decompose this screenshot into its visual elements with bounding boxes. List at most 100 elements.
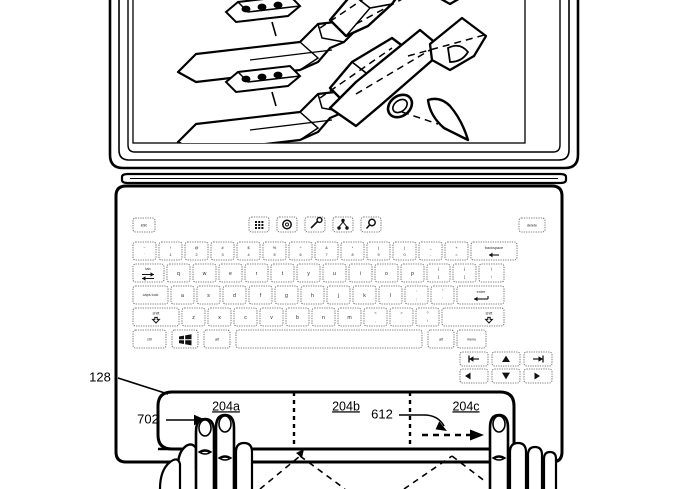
key-v[interactable]: v [259, 307, 284, 327]
key-e[interactable]: e [218, 263, 243, 283]
key-backslash[interactable]: | \ [478, 263, 505, 283]
key-home[interactable] [459, 351, 489, 367]
key-arrow-right[interactable] [523, 368, 553, 384]
key-windows[interactable] [171, 329, 199, 349]
arrow-up-icon [502, 355, 510, 362]
zoned-trackpad[interactable]: 204a 204b 204c [156, 390, 516, 451]
key-caps-lock[interactable]: caps lock [132, 285, 169, 305]
key-alt-left[interactable]: alt [203, 329, 231, 349]
key-caps-lock-label: caps lock [143, 293, 159, 297]
keyboard-row-qwerty[interactable]: tab q w e r [132, 263, 505, 283]
key-t[interactable]: t [270, 263, 295, 283]
key-l[interactable]: l [378, 285, 403, 305]
key-semicolon[interactable]: : ; [404, 285, 429, 305]
key-shift-left[interactable]: shift [132, 307, 180, 327]
key-c[interactable]: c [233, 307, 258, 327]
keyboard-row-home[interactable]: caps lock a s d f g [132, 285, 505, 305]
key-backspace[interactable]: backspace [470, 241, 518, 261]
key-4-shift-label: $ [247, 246, 250, 250]
key-0[interactable]: ) 0 [392, 241, 417, 261]
key-8[interactable]: * 8 [340, 241, 365, 261]
key-4[interactable]: $ 4 [236, 241, 261, 261]
key-bracket-left[interactable]: { [ [426, 263, 451, 283]
key-enter[interactable]: enter [456, 285, 505, 305]
key-o-label: o [385, 271, 388, 277]
key-2[interactable]: @ 2 [184, 241, 209, 261]
key-bracket-right[interactable]: } ] [452, 263, 477, 283]
key-m[interactable]: m [337, 307, 362, 327]
keyboard-row-number[interactable]: ~ ` ! 1 @ 2 # 3 $ 4 [132, 241, 518, 261]
key-7[interactable]: & 7 [314, 241, 339, 261]
key-equals[interactable]: + = [444, 241, 469, 261]
key-n[interactable]: n [311, 307, 336, 327]
key-backtick[interactable]: ~ ` [132, 241, 157, 261]
key-r[interactable]: r [244, 263, 269, 283]
key-pen-icon[interactable] [304, 216, 326, 233]
key-shift-right[interactable]: shift [441, 307, 505, 327]
key-arrow-left[interactable] [459, 368, 489, 384]
key-x[interactable]: x [207, 307, 232, 327]
key-y[interactable]: y [296, 263, 321, 283]
key-7-shift-label: & [325, 246, 328, 250]
key-tab[interactable]: tab [132, 263, 165, 283]
key-s[interactable]: s [196, 285, 221, 305]
key-w[interactable]: w [192, 263, 217, 283]
key-comma[interactable]: < , [363, 307, 388, 327]
key-delete[interactable]: delete [518, 217, 546, 233]
key-network-icon[interactable] [332, 216, 354, 233]
key-6[interactable]: ^ 6 [288, 241, 313, 261]
key-k[interactable]: k [352, 285, 377, 305]
key-enter-label: enter [477, 290, 486, 294]
key-u[interactable]: u [322, 263, 347, 283]
key-arrow-down[interactable] [491, 368, 521, 384]
key-g[interactable]: g [274, 285, 299, 305]
key-j[interactable]: j [326, 285, 351, 305]
key-o[interactable]: o [374, 263, 399, 283]
key-alt-right[interactable]: alt [427, 329, 455, 349]
key-5[interactable]: % 5 [262, 241, 287, 261]
key-e-label: e [229, 271, 232, 277]
keyboard[interactable]: e s c [132, 216, 553, 384]
key-arrow-up[interactable] [491, 351, 521, 367]
key-esc[interactable]: esc [132, 217, 156, 233]
key-icon [310, 216, 323, 229]
arrow-key-cluster[interactable] [459, 351, 553, 384]
keyboard-row-bottom[interactable]: ctrl alt alt [132, 329, 487, 349]
key-5-shift-label: % [273, 246, 277, 250]
key-b[interactable]: b [285, 307, 310, 327]
key-gear-icon[interactable] [276, 216, 298, 233]
tab-arrows-icon [142, 272, 154, 281]
key-period[interactable]: > . [389, 307, 414, 327]
keyboard-row-shift[interactable]: shift z x c v b [132, 307, 505, 327]
key-1[interactable]: ! 1 [158, 241, 183, 261]
key-d[interactable]: d [222, 285, 247, 305]
key-3[interactable]: # 3 [210, 241, 235, 261]
key-a[interactable]: a [170, 285, 195, 305]
key-z[interactable]: z [181, 307, 206, 327]
home-icon [468, 355, 479, 363]
key-h[interactable]: h [300, 285, 325, 305]
key-q[interactable]: q [166, 263, 191, 283]
key-slash[interactable]: ? / [415, 307, 440, 327]
key-f[interactable]: f [248, 285, 273, 305]
keyboard-row-function[interactable]: esc [132, 216, 546, 233]
key-menu[interactable]: menu [456, 329, 487, 349]
key-9[interactable]: ( 9 [366, 241, 391, 261]
key-p[interactable]: p [400, 263, 425, 283]
key-grid-icon[interactable] [248, 216, 270, 233]
key-s-label: s [207, 293, 210, 299]
arrow-right-icon [534, 372, 540, 380]
key-i[interactable]: i [348, 263, 373, 283]
key-2-shift-label: @ [195, 246, 199, 250]
key-ctrl[interactable]: ctrl [132, 329, 167, 349]
lid-display-screen[interactable] [132, 0, 526, 152]
key-quote[interactable]: " ' [430, 285, 455, 305]
key-space[interactable] [235, 329, 423, 349]
key-end[interactable] [523, 351, 553, 367]
key-search-icon[interactable] [360, 216, 382, 233]
key-u-label: u [333, 271, 336, 277]
key-minus[interactable]: _ - [418, 241, 443, 261]
key-p-label: p [411, 271, 414, 277]
key-bracket-left-base-label: [ [438, 275, 440, 279]
key-6-shift-label: ^ [300, 246, 302, 250]
